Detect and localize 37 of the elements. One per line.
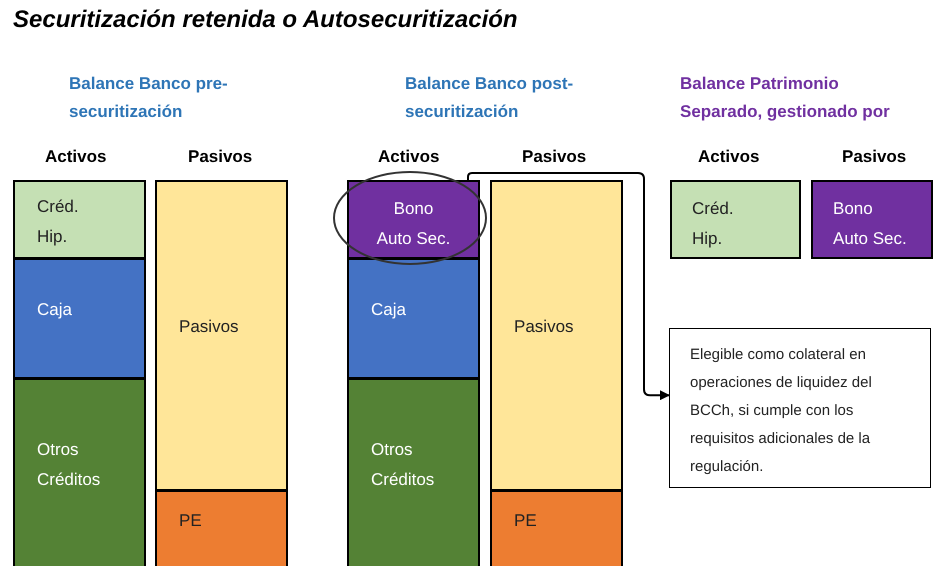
balance-block [347,258,480,379]
balance-block [155,180,288,491]
arrow [467,172,670,400]
heading: Balance Banco pre-securitización [69,73,229,123]
block-label: Otros Créditos [37,439,102,491]
block-label: PE [514,510,537,532]
balance-block [670,180,801,259]
block-label: Caja [371,299,406,321]
balance-block [811,180,933,259]
heading: Balance Patrimonio Separado, gestionado por [680,73,891,123]
block-label: Pasivos [514,316,574,338]
block-label: Bono Auto Sec. [833,198,908,250]
balance-block [347,180,480,259]
block-label: PE [179,510,202,532]
block-label: Créd. Hip. [37,196,80,248]
heading: Balance Banco post-securitización [405,73,574,123]
balance-block [13,378,146,566]
block-label: Pasivos [179,316,239,338]
note-text: Elegible como colateral en operaciones de liquidez del BCCh, si cumple con los requisitos adicionales de la regulación. [690,345,873,477]
column-header: Pasivos [522,147,586,167]
balance-block [347,378,480,566]
note-box [669,328,931,488]
column-header: Pasivos [842,147,906,167]
column-header: Pasivos [188,147,252,167]
block-label: Otros Créditos [371,439,436,491]
balance-block [490,490,623,566]
block-label: Caja [37,299,72,321]
balance-block [13,180,146,259]
balance-block [490,180,623,491]
balance-block [155,490,288,566]
column-header: Activos [698,147,760,167]
block-label: Créd. Hip. [692,198,735,250]
block-label: Bono Auto Sec. [376,198,452,250]
balance-block [13,258,146,379]
column-header: Activos [45,147,106,167]
column-header: Activos [378,147,440,167]
title: Securitización retenida o Autosecuritización [13,6,518,34]
